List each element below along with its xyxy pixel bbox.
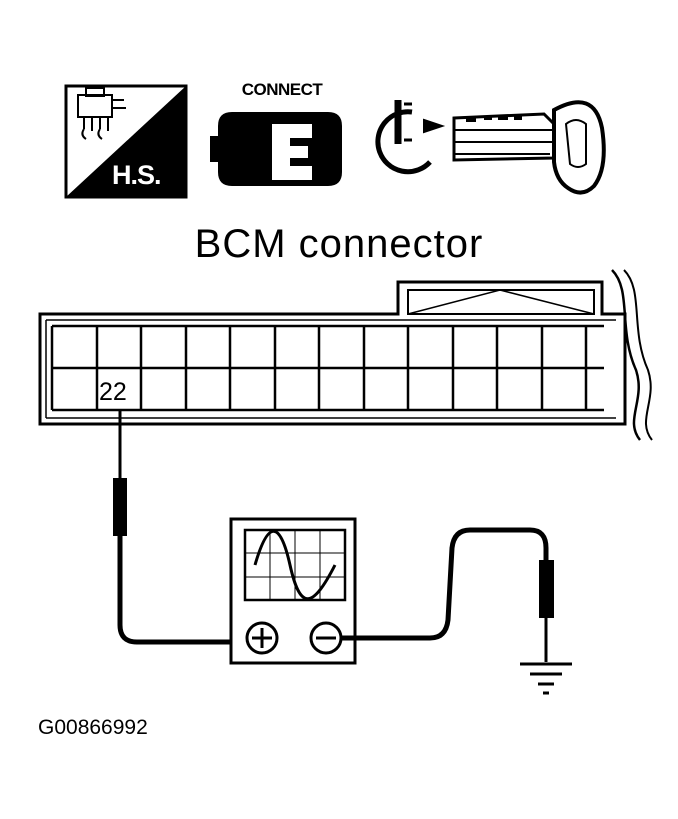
connect-icon [210, 112, 342, 186]
terminal-number: 22 [99, 378, 127, 406]
hs-label: H.S. [112, 160, 162, 190]
connector-terminal-grid [50, 324, 604, 412]
diagram-title: BCM connector [194, 222, 484, 266]
connect-label: CONNECT [241, 80, 323, 99]
positive-probe [113, 410, 238, 645]
harness-sensor-icon [64, 84, 188, 199]
ground-icon [520, 662, 572, 695]
figure-id: G00866992 [38, 716, 148, 739]
connector-break-line [611, 269, 642, 441]
oscilloscope-icon [229, 517, 357, 665]
bcm-connector [38, 269, 653, 441]
ignition-key-icon [375, 100, 606, 195]
negative-probe [341, 527, 554, 662]
